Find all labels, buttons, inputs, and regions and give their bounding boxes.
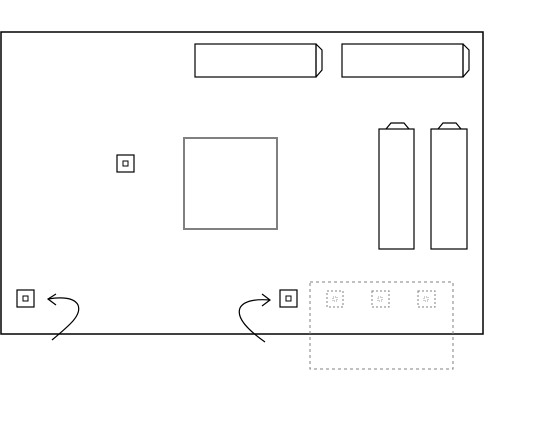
small-square-component-left[interactable] (117, 155, 134, 172)
vertical-battery-1[interactable] (379, 123, 414, 249)
horizontal-battery-2[interactable] (342, 44, 469, 77)
bottom-left-connector[interactable] (17, 290, 34, 307)
curved-arrow-right (239, 294, 270, 342)
ghost-connector-2[interactable] (372, 291, 389, 307)
horizontal-battery-1[interactable] (195, 44, 322, 77)
curved-arrow-left (48, 294, 79, 340)
ghost-connector-3[interactable] (418, 291, 435, 307)
center-chip[interactable] (184, 138, 277, 229)
bottom-middle-connector[interactable] (280, 290, 297, 307)
ghost-connector-1[interactable] (327, 291, 343, 307)
vertical-battery-2[interactable] (431, 123, 467, 249)
